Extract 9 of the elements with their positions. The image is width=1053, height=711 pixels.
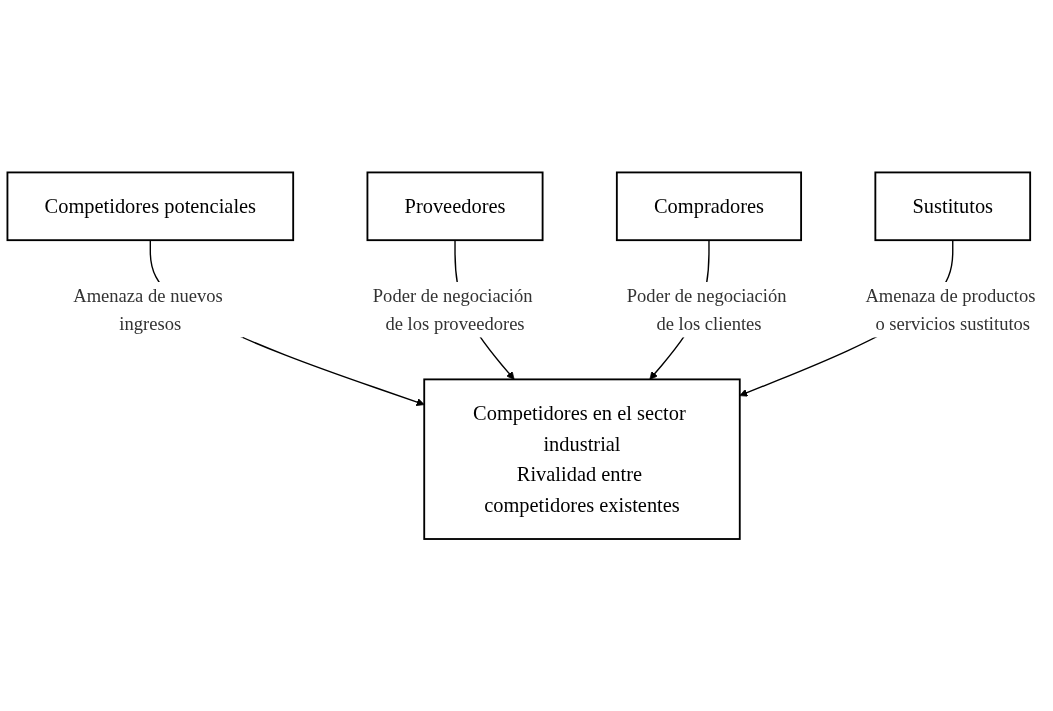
node-box: Competidores en el sector industrial Rivalidad entre competidores existentes (423, 378, 741, 540)
node-box: Competidores potenciales (6, 171, 295, 241)
node-box: Sustitutos (874, 171, 1032, 241)
edge-label: Poder de negociación de los clientes (626, 285, 787, 334)
node-box: Compradores (615, 171, 803, 241)
edge-label: Amenaza de nuevos ingresos (73, 285, 223, 334)
edge-label: Amenaza de productos o servicios sustitutos (865, 285, 1036, 334)
edge-label: Poder de negociación de los proveedores (372, 285, 533, 334)
node-box: Proveedores (366, 171, 544, 241)
